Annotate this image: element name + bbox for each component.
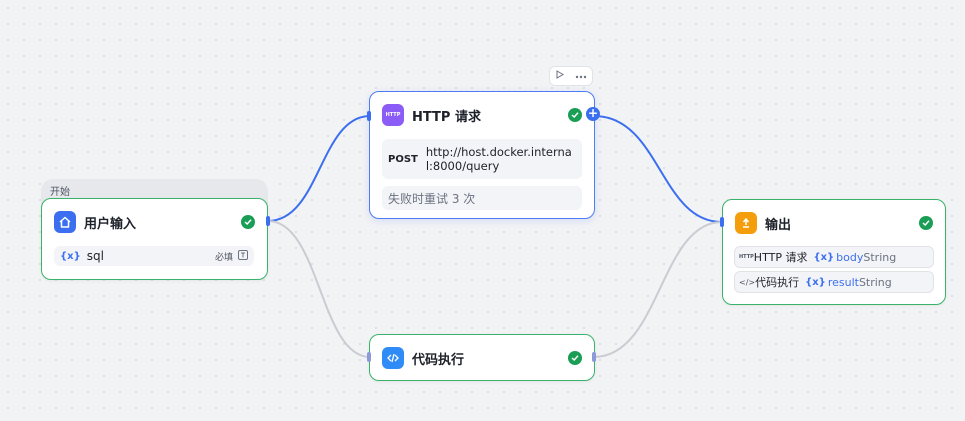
edge-input-to-http (267, 115, 371, 222)
variable-name: result (827, 275, 859, 289)
source-node-name: HTTP 请求 (753, 251, 808, 264)
success-check-icon (568, 108, 582, 122)
home-icon (54, 211, 76, 233)
success-check-icon (568, 351, 582, 365)
output-variable-row[interactable]: </> 代码执行 {x} result String (734, 271, 934, 293)
variable-icon: {x} (60, 250, 81, 262)
http-method-badge: POST (388, 153, 418, 165)
variable-name: body (836, 250, 864, 264)
success-check-icon (241, 215, 255, 229)
variable-name: sql (86, 249, 104, 263)
input-handle[interactable] (367, 111, 371, 121)
output-handle[interactable] (592, 352, 596, 362)
start-group-label: 开始 (50, 187, 70, 198)
node-http-request[interactable]: HTTP HTTP 请求 POST http://host.docker.int… (369, 91, 595, 219)
output-icon (735, 212, 757, 234)
node-output[interactable]: 输出 HTTP HTTP 请求 {x} body String </> 代码执行… (722, 199, 946, 305)
play-icon[interactable] (555, 70, 565, 82)
node-title: 输出 (765, 217, 792, 233)
node-code-execution[interactable]: 代码执行 (369, 334, 595, 381)
edge-code-to-output (593, 221, 723, 358)
variable-icon: {x} (805, 276, 826, 288)
request-config-row[interactable]: POST http://host.docker.internal:8000/qu… (382, 139, 582, 179)
edge-http-to-output (593, 115, 723, 223)
input-variable-row[interactable]: {x} sql 必填 (54, 246, 254, 266)
node-user-input[interactable]: 用户输入 {x} sql 必填 (41, 198, 268, 280)
add-node-button[interactable]: + (586, 106, 600, 121)
http-icon: HTTP (739, 254, 754, 260)
code-icon: </> (739, 277, 756, 287)
code-icon (382, 347, 404, 369)
http-icon: HTTP (382, 104, 404, 126)
variable-type: String (858, 275, 892, 289)
node-toolbar (549, 66, 593, 86)
output-variable-row[interactable]: HTTP HTTP 请求 {x} body String (734, 246, 934, 268)
text-type-icon (238, 249, 248, 263)
success-check-icon (919, 216, 933, 230)
edge-input-to-code (267, 220, 371, 358)
variable-icon: {x} (813, 251, 835, 263)
node-title: 代码执行 (412, 352, 465, 368)
node-title: HTTP 请求 (412, 109, 481, 125)
request-url: http://host.docker.internal:8000/query (425, 145, 572, 173)
retry-setting-text: 失败时重试 3 次 (388, 191, 476, 206)
node-title: 用户输入 (84, 216, 137, 232)
variable-type: String (863, 250, 897, 264)
required-badge: 必填 (214, 252, 233, 263)
input-handle[interactable] (367, 352, 371, 362)
output-handle[interactable] (266, 216, 270, 226)
more-icon[interactable] (575, 71, 587, 82)
source-node-name: 代码执行 (755, 276, 800, 289)
retry-setting-row[interactable]: 失败时重试 3 次 (382, 186, 582, 210)
input-handle[interactable] (720, 217, 724, 227)
